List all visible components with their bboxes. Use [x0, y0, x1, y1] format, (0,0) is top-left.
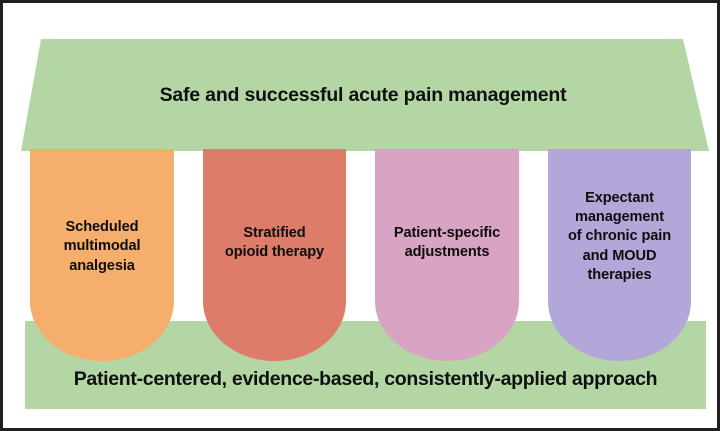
pillar-label-2: Stratified opioid therapy — [224, 224, 325, 260]
roof-shape — [21, 39, 709, 151]
pillar-scheduled-multimodal-analgesia: Scheduled multimodal analgesia — [30, 149, 174, 361]
pillar-label-4: Expectant management of chronic pain and… — [567, 189, 672, 283]
pillar-stratified-opioid-therapy: Stratified opioid therapy — [203, 149, 346, 361]
pillar-expectant-management-chronic-pain-moud: Expectant management of chronic pain and… — [548, 149, 691, 361]
pillar-label-3: Patient-specific adjustments — [393, 224, 501, 260]
pillar-label-1: Scheduled multimodal analgesia — [63, 219, 141, 274]
figure-canvas: Safe and successful acute pain managemen… — [3, 3, 717, 428]
pillar-patient-specific-adjustments: Patient-specific adjustments — [375, 149, 519, 361]
